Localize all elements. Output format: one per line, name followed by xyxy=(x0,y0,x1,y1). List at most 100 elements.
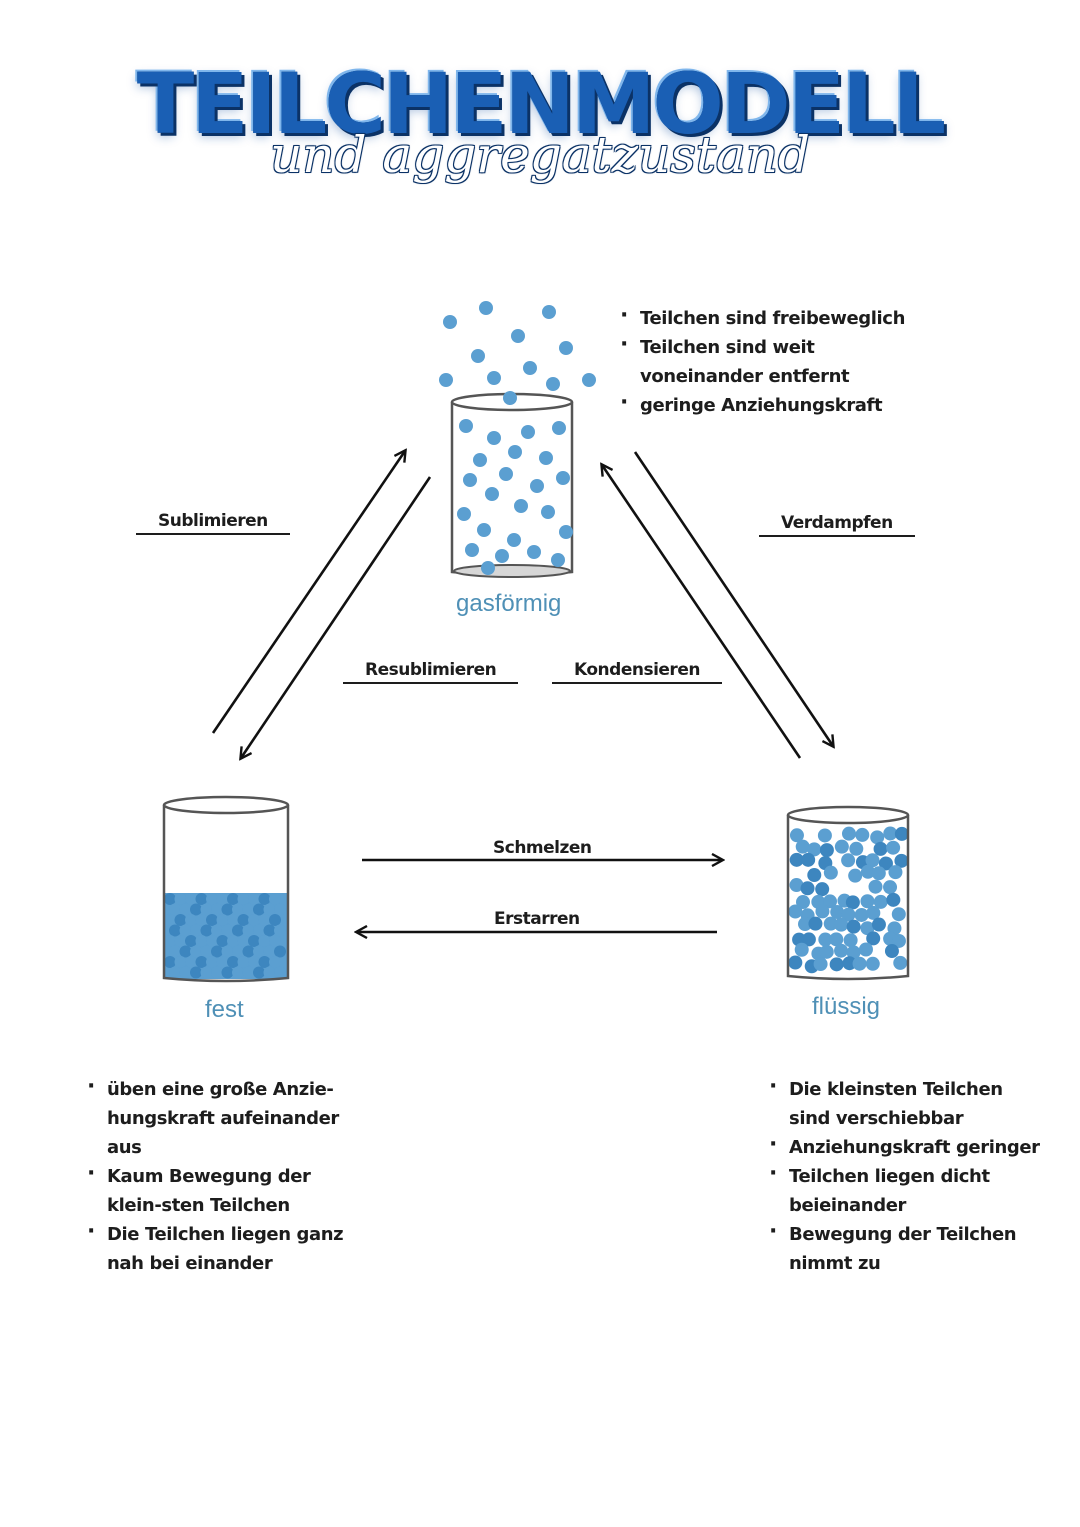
particle xyxy=(855,827,870,842)
particle xyxy=(169,924,181,937)
particle xyxy=(477,523,491,537)
solid-particles xyxy=(164,893,286,979)
particle xyxy=(211,945,223,958)
particle xyxy=(798,917,813,932)
particle xyxy=(174,914,187,926)
particle xyxy=(242,924,255,937)
particle xyxy=(871,917,886,932)
arrow-resublimieren xyxy=(241,476,432,758)
notes-solid: üben eine große Anzie-hungskraft aufeina… xyxy=(87,1072,362,1278)
particle xyxy=(253,966,265,979)
particle xyxy=(808,916,823,931)
particle xyxy=(248,956,260,968)
particle xyxy=(878,856,893,871)
particle xyxy=(221,903,234,916)
particle xyxy=(248,893,260,905)
particle xyxy=(227,935,239,947)
particle xyxy=(854,907,869,922)
particle xyxy=(883,880,898,895)
page-subtitle: und aggregatzustand xyxy=(270,126,810,184)
particle xyxy=(227,914,239,926)
particle xyxy=(471,349,485,363)
gas-container xyxy=(439,301,596,578)
particle xyxy=(541,505,555,519)
particle xyxy=(883,826,898,841)
particle xyxy=(195,956,208,968)
particle xyxy=(894,853,909,868)
particle xyxy=(817,828,832,843)
particle xyxy=(789,878,804,893)
notes-liquid: Die kleinsten Teilchen sind verschiebbar… xyxy=(769,1072,1044,1278)
state-label-gas: gasförmig xyxy=(456,590,562,617)
particle xyxy=(263,903,276,916)
particle xyxy=(789,828,804,843)
particle xyxy=(263,945,276,958)
note-solid-3: Die Teilchen liegen ganz nah bei einande… xyxy=(87,1217,362,1278)
particle xyxy=(221,945,234,958)
particle xyxy=(819,944,834,959)
particle xyxy=(891,933,906,948)
particle xyxy=(185,956,197,968)
particle xyxy=(891,907,906,922)
particle xyxy=(237,893,250,905)
particle xyxy=(185,893,197,905)
particle xyxy=(818,932,833,947)
particle xyxy=(269,914,281,926)
particle xyxy=(485,487,499,501)
particle xyxy=(521,425,535,439)
state-label-solid: fest xyxy=(205,996,244,1023)
particle xyxy=(795,895,810,910)
particle xyxy=(185,935,197,947)
particle xyxy=(852,956,867,971)
particle xyxy=(886,840,901,855)
particle xyxy=(807,842,822,857)
particle xyxy=(459,419,473,433)
note-gas-1: Teilchen sind freibeweglich xyxy=(620,301,940,333)
particle xyxy=(556,471,570,485)
particle xyxy=(552,421,566,435)
state-label-liquid: flüssig xyxy=(812,993,881,1020)
particle xyxy=(551,553,565,567)
particle xyxy=(499,467,513,481)
particle xyxy=(503,391,517,405)
particle xyxy=(858,942,873,957)
particle xyxy=(841,826,856,841)
note-gas-3: geringe Anziehungskraft xyxy=(620,388,940,420)
arrow-sublimieren xyxy=(211,451,405,734)
liquid-container xyxy=(786,805,910,981)
particle xyxy=(232,966,244,979)
particle xyxy=(582,373,596,387)
solid-container xyxy=(162,795,290,983)
note-liquid-1: Die kleinsten Teilchen sind verschiebbar xyxy=(769,1072,1044,1133)
note-gas-2: Teilchen sind weit voneinander entfernt xyxy=(620,330,940,391)
particle xyxy=(539,451,553,465)
particle xyxy=(546,377,560,391)
particle xyxy=(815,882,830,897)
particle xyxy=(849,841,864,856)
particle xyxy=(274,924,286,937)
particle xyxy=(200,945,213,958)
arrow-verdampfen xyxy=(633,451,833,746)
process-label-erstarren: Erstarren xyxy=(494,909,580,929)
particle xyxy=(269,893,281,905)
particle xyxy=(200,966,213,979)
particle xyxy=(841,907,856,922)
particle xyxy=(211,903,223,916)
page-title: TEILCHENMODELL xyxy=(136,55,946,153)
particle xyxy=(263,966,276,979)
particle xyxy=(179,945,192,958)
particle xyxy=(823,865,838,880)
particle xyxy=(893,955,908,970)
note-solid-1: üben eine große Anzie-hungskraft aufeina… xyxy=(87,1072,362,1162)
particle xyxy=(190,966,202,979)
particle xyxy=(846,919,861,934)
particle xyxy=(227,956,239,968)
notes-gas: Teilchen sind freibeweglich Teilchen sin… xyxy=(620,301,940,420)
particle xyxy=(190,903,202,916)
particle xyxy=(190,924,202,937)
particle xyxy=(870,830,885,845)
particle xyxy=(164,935,176,947)
particle xyxy=(873,841,888,856)
particle xyxy=(865,956,880,971)
